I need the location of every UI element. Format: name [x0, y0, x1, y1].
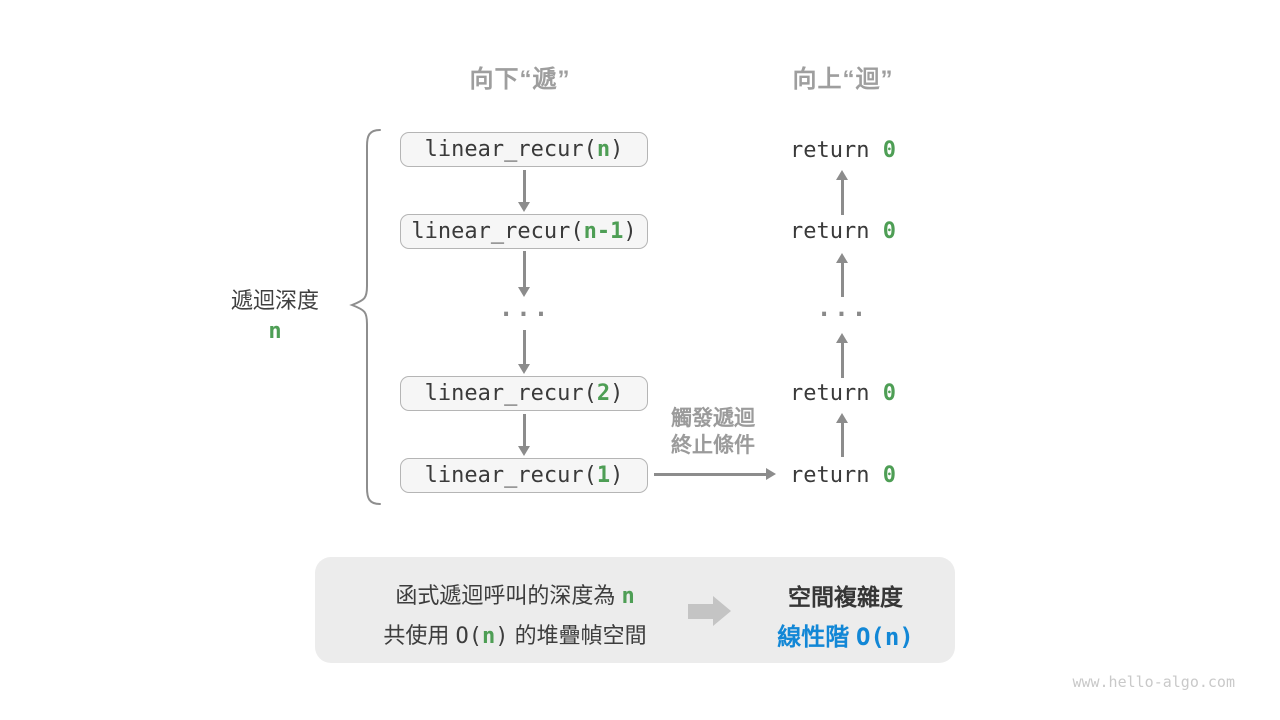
return-ellipsis: ... — [816, 294, 870, 322]
header-upward-return: 向上“迴” — [792, 66, 894, 93]
arrow-down-2 — [523, 251, 526, 288]
implies-arrow-body — [688, 604, 713, 619]
terminate-label-line1: 觸發遞迴 — [671, 407, 755, 430]
recursion-depth-brace — [349, 129, 381, 505]
arrow-up-2 — [841, 262, 844, 297]
call-box-1: linear_recur(1) — [400, 458, 648, 493]
call-stack-ellipsis: ... — [498, 294, 552, 322]
watermark: www.hello-algo.com — [1072, 673, 1235, 691]
arrow-down-4 — [523, 414, 526, 447]
arrow-up-3 — [841, 342, 844, 378]
arrow-up-4 — [841, 422, 844, 457]
arrow-down-1 — [523, 170, 526, 203]
return-row-2: return 0 — [790, 219, 896, 244]
return-row-4: return 0 — [790, 463, 896, 488]
implies-arrow-head — [713, 596, 731, 626]
space-complexity-value: 線性階 O(n) — [777, 623, 914, 651]
return-row-1: return 0 — [790, 138, 896, 163]
summary-box — [315, 557, 955, 663]
summary-stack-line: 共使用 O(n) 的堆疊幀空間 — [383, 623, 647, 649]
space-complexity-title: 空間複雜度 — [788, 584, 903, 610]
summary-depth-line: 函式遞迴呼叫的深度為 n — [395, 583, 635, 609]
header-downward-recurse: 向下“遞” — [469, 66, 571, 93]
arrow-up-1 — [841, 179, 844, 215]
terminate-label-line2: 終止條件 — [671, 434, 755, 457]
arrow-down-3 — [523, 330, 526, 365]
call-box-n: linear_recur(n) — [400, 132, 648, 167]
return-row-3: return 0 — [790, 381, 896, 406]
recursion-depth-label: 遞迴深度 — [230, 288, 319, 313]
recursion-depth-value: n — [268, 319, 282, 344]
call-box-2: linear_recur(2) — [400, 376, 648, 411]
arrow-terminate-right — [654, 473, 766, 476]
call-box-n-1: linear_recur(n-1) — [400, 214, 648, 249]
